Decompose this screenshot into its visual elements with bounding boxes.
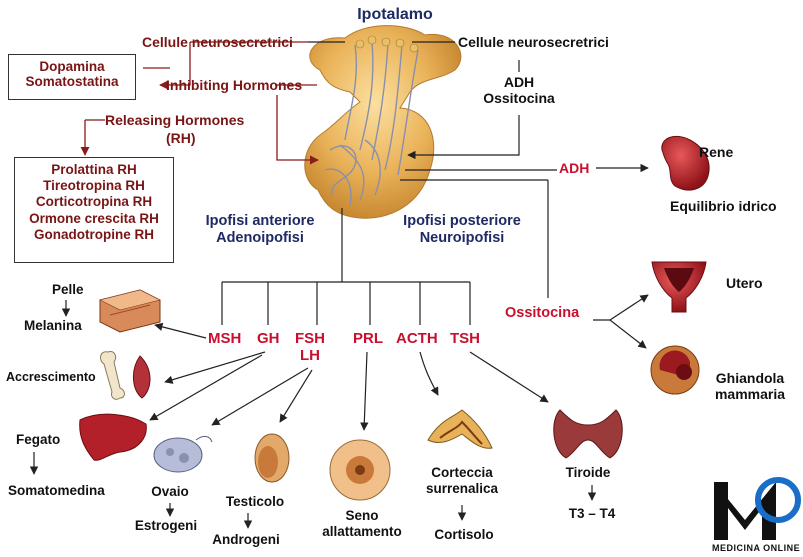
corteccia-surrenalica-label: Corteccia surrenalica (426, 465, 498, 496)
msh-hormone-label: MSH (208, 330, 242, 347)
breast-illustration (329, 439, 391, 501)
ghiandola-mammaria-label: Ghiandola mammaria (715, 370, 785, 402)
dopamina-label: Dopamina (39, 59, 105, 74)
surrenalica-label: surrenalica (425, 480, 499, 496)
thyrotropin-rh-label: Tireotropina RH (43, 178, 145, 194)
inhibiting-hormones-label: Inhibiting Hormones (166, 77, 303, 93)
utero-label: Utero (726, 275, 763, 291)
ovary-illustration (153, 435, 213, 473)
corteccia-label: Corteccia (431, 465, 493, 480)
anterior-pituitary-label: Ipofisi anteriore Adenoipofisi (206, 213, 315, 246)
testicolo-label: Testicolo (225, 494, 285, 509)
seno-allattamento-label: Seno allattamento (322, 508, 402, 539)
releasing-abbr-label: (RH) (166, 130, 196, 146)
tiroide-label: Tiroide (565, 465, 611, 480)
seno-label: Seno (345, 508, 379, 523)
inhibit-hormones-box: Dopamina Somatostatina (8, 54, 136, 100)
neurohypophysis-name: Neuroipofisi (419, 229, 505, 246)
estrogeni-label: Estrogeni (134, 518, 198, 533)
equilibrio-idrico-label: Equilibrio idrico (670, 198, 777, 214)
somatomedina-label: Somatomedina (8, 483, 105, 498)
thyroid-illustration (553, 409, 623, 459)
lh-hormone-label: LH (300, 347, 320, 365)
posterior-pituitary-label: Ipofisi posteriore Neuroipofisi (403, 213, 521, 246)
uterus-illustration (651, 261, 707, 313)
adh-ossitocina-label: ADH Ossitocina (483, 74, 555, 106)
prolactin-rh-label: Prolattina RH (51, 162, 137, 177)
bone-illustration (100, 351, 125, 400)
ovaio-label: Ovaio (151, 484, 189, 499)
prl-hormone-label: PRL (353, 330, 383, 347)
accrescimento-label: Accrescimento (6, 370, 96, 384)
growth-hormone-rh-label: Ormone crescita RH (29, 210, 159, 226)
gonadotropin-rh-label: Gonadotropine RH (34, 226, 154, 242)
hypothalamus-title: Ipotalamo (357, 6, 433, 23)
t3-t4-label: T3 – T4 (568, 506, 616, 521)
mammary-gland-illustration (650, 345, 700, 395)
skin-illustration (99, 289, 161, 333)
mammaria-label: mammaria (714, 386, 786, 403)
posterior-pituitary-name: Ipofisi posteriore (403, 213, 521, 229)
muscle-illustration (133, 355, 151, 399)
acth-hormone-label: ACTH (396, 330, 438, 347)
releasing-hormones-label: Releasing Hormones (105, 112, 245, 128)
liver-illustration (79, 413, 147, 461)
logo-text: MEDICINA ONLINE (712, 543, 801, 553)
somatostatina-label: Somatostatina (25, 74, 119, 89)
fsh-lh-hormone-label: FSH LH (295, 330, 325, 365)
corticotropin-rh-label: Corticotropina RH (35, 194, 153, 210)
fsh-hormone-label: FSH (295, 330, 325, 347)
pelle-label: Pelle (52, 282, 84, 297)
allattamento-label: allattamento (322, 523, 402, 539)
tsh-hormone-label: TSH (450, 330, 480, 347)
adh-top-label: ADH (503, 74, 535, 90)
ossitocina-hormone-label: Ossitocina (505, 305, 580, 321)
pituitary-gland-illustration (304, 25, 462, 219)
ghiandola-label: Ghiandola (715, 370, 785, 386)
anterior-pituitary-name: Ipofisi anteriore (205, 213, 315, 229)
androgeni-label: Androgeni (212, 532, 280, 547)
ossitocina-top-label: Ossitocina (483, 90, 555, 107)
fegato-label: Fegato (16, 432, 61, 447)
medicina-online-logo (714, 477, 801, 540)
kidney-illustration (661, 135, 710, 191)
adh-hormone-label: ADH (559, 160, 590, 176)
testicle-illustration (254, 433, 290, 483)
adrenal-illustration (427, 409, 493, 449)
gh-hormone-label: GH (257, 330, 280, 347)
melanina-label: Melanina (24, 318, 82, 333)
adenohypophysis-name: Adenoipofisi (216, 229, 304, 246)
neurosecretory-left-label: Cellule neurosecretrici (142, 34, 293, 50)
releasing-hormones-box: Prolattina RH Tireotropina RH Corticotro… (14, 157, 174, 263)
cortisolo-label: Cortisolo (434, 527, 494, 542)
neurosecretory-right-label: Cellule neurosecretrici (458, 34, 609, 50)
rene-label: Rene (699, 144, 734, 160)
